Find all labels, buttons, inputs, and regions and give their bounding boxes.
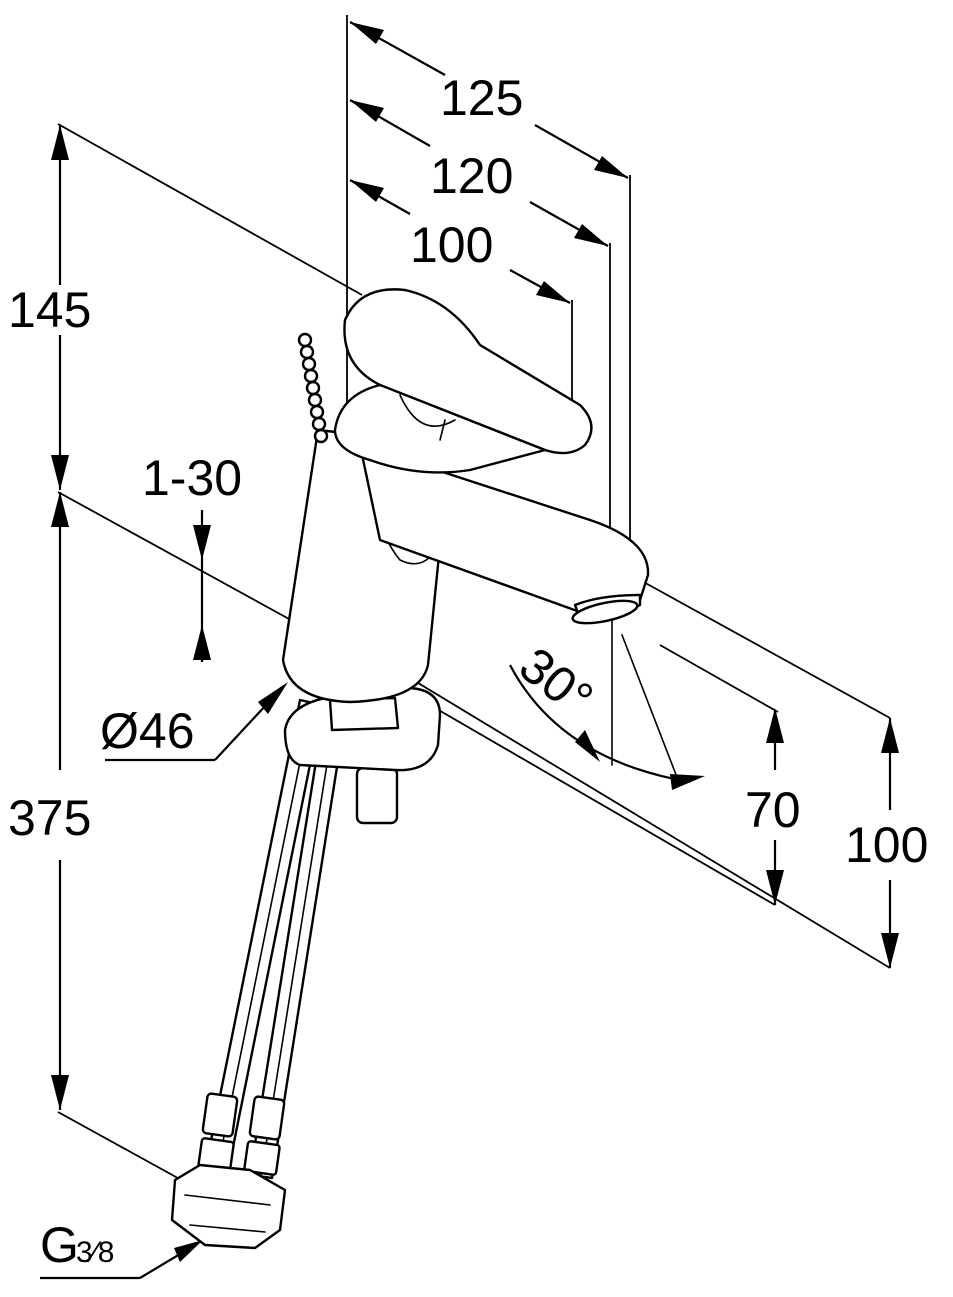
supply-hoses [197, 698, 348, 1180]
dim-70-arrow-top [766, 708, 784, 743]
label-1-30: 1-30 [142, 450, 242, 506]
dim-100r-arrow-top [881, 718, 899, 753]
popup-bead [299, 344, 315, 360]
dim-375-ext-bottom [57, 1111, 186, 1183]
hose-crimp-right [248, 1095, 286, 1141]
dim-375-arrow-top [51, 492, 69, 527]
popup-bead [305, 380, 321, 396]
handle-pivot [399, 394, 456, 427]
popup-bead [309, 404, 325, 420]
hose-nut-right [243, 1140, 281, 1176]
deck-line-70 [429, 704, 776, 906]
label-125: 125 [440, 70, 523, 126]
dimension-labels: 125 120 100 145 1-30 Ø46 375 70 100 30° … [8, 70, 928, 1273]
dim-70-arrow-bottom [766, 870, 784, 905]
dim-125-arrow-left [350, 22, 384, 44]
dim-120-arrow-right [574, 224, 608, 246]
label-100-top: 100 [410, 217, 493, 273]
dim-375-ext-top [57, 491, 301, 626]
label-375: 375 [8, 790, 91, 846]
popup-bead [307, 392, 323, 408]
popup-bead [301, 356, 317, 372]
label-145: 145 [8, 282, 91, 338]
dim-375-arrow-bottom [51, 1075, 69, 1110]
mounting-clamp [328, 696, 400, 732]
dim-1-30-arrow-bottom [193, 625, 211, 660]
handle-pin [439, 419, 446, 441]
dia-46-arrow [258, 682, 288, 714]
spout-plane-ext [639, 579, 891, 719]
label-g38-main: G [40, 1217, 79, 1273]
dimension-lines [40, 15, 899, 1280]
dim-70-ext-top [659, 644, 779, 713]
dim-145-ext-top [57, 123, 363, 296]
hose-crimp-left [201, 1092, 239, 1138]
faucet [170, 288, 650, 1250]
dim-1-30-arrow-top [193, 525, 211, 560]
dim-145-arrow-bottom [51, 455, 69, 490]
label-120: 120 [430, 148, 513, 204]
dim-100-arrow-right [536, 281, 570, 303]
dim-145-arrow-top [51, 125, 69, 160]
popup-bead [303, 368, 319, 384]
dim-100-arrow-left [350, 180, 384, 202]
lever-handle [343, 288, 593, 455]
popup-bead [313, 428, 329, 444]
popup-rod [297, 332, 329, 444]
label-100-right: 100 [845, 817, 928, 873]
label-30-degree: 30° [509, 637, 603, 728]
threaded-stud [355, 766, 399, 825]
dim-125-arrow-right [594, 156, 628, 178]
g38-arrow [174, 1240, 203, 1262]
deck-line [379, 659, 891, 969]
swivel-arrow-a [575, 730, 600, 762]
label-70: 70 [745, 782, 801, 838]
dim-100r-arrow-bottom [881, 933, 899, 968]
dim-120-arrow-left [350, 100, 384, 122]
aerator-outlet [571, 599, 639, 625]
swivel-arrow-b [670, 774, 705, 790]
union-nut [170, 1163, 287, 1250]
popup-bead [311, 416, 327, 432]
handle-base-cap [333, 383, 547, 474]
swivel-ref-line-b [621, 634, 681, 786]
popup-bead [297, 332, 313, 348]
label-g38-fraction: 3⁄8 [76, 1236, 114, 1269]
hose-left-seam [216, 702, 313, 1172]
union-nut-facets [184, 1194, 271, 1233]
label-diameter-46: Ø46 [100, 703, 195, 759]
